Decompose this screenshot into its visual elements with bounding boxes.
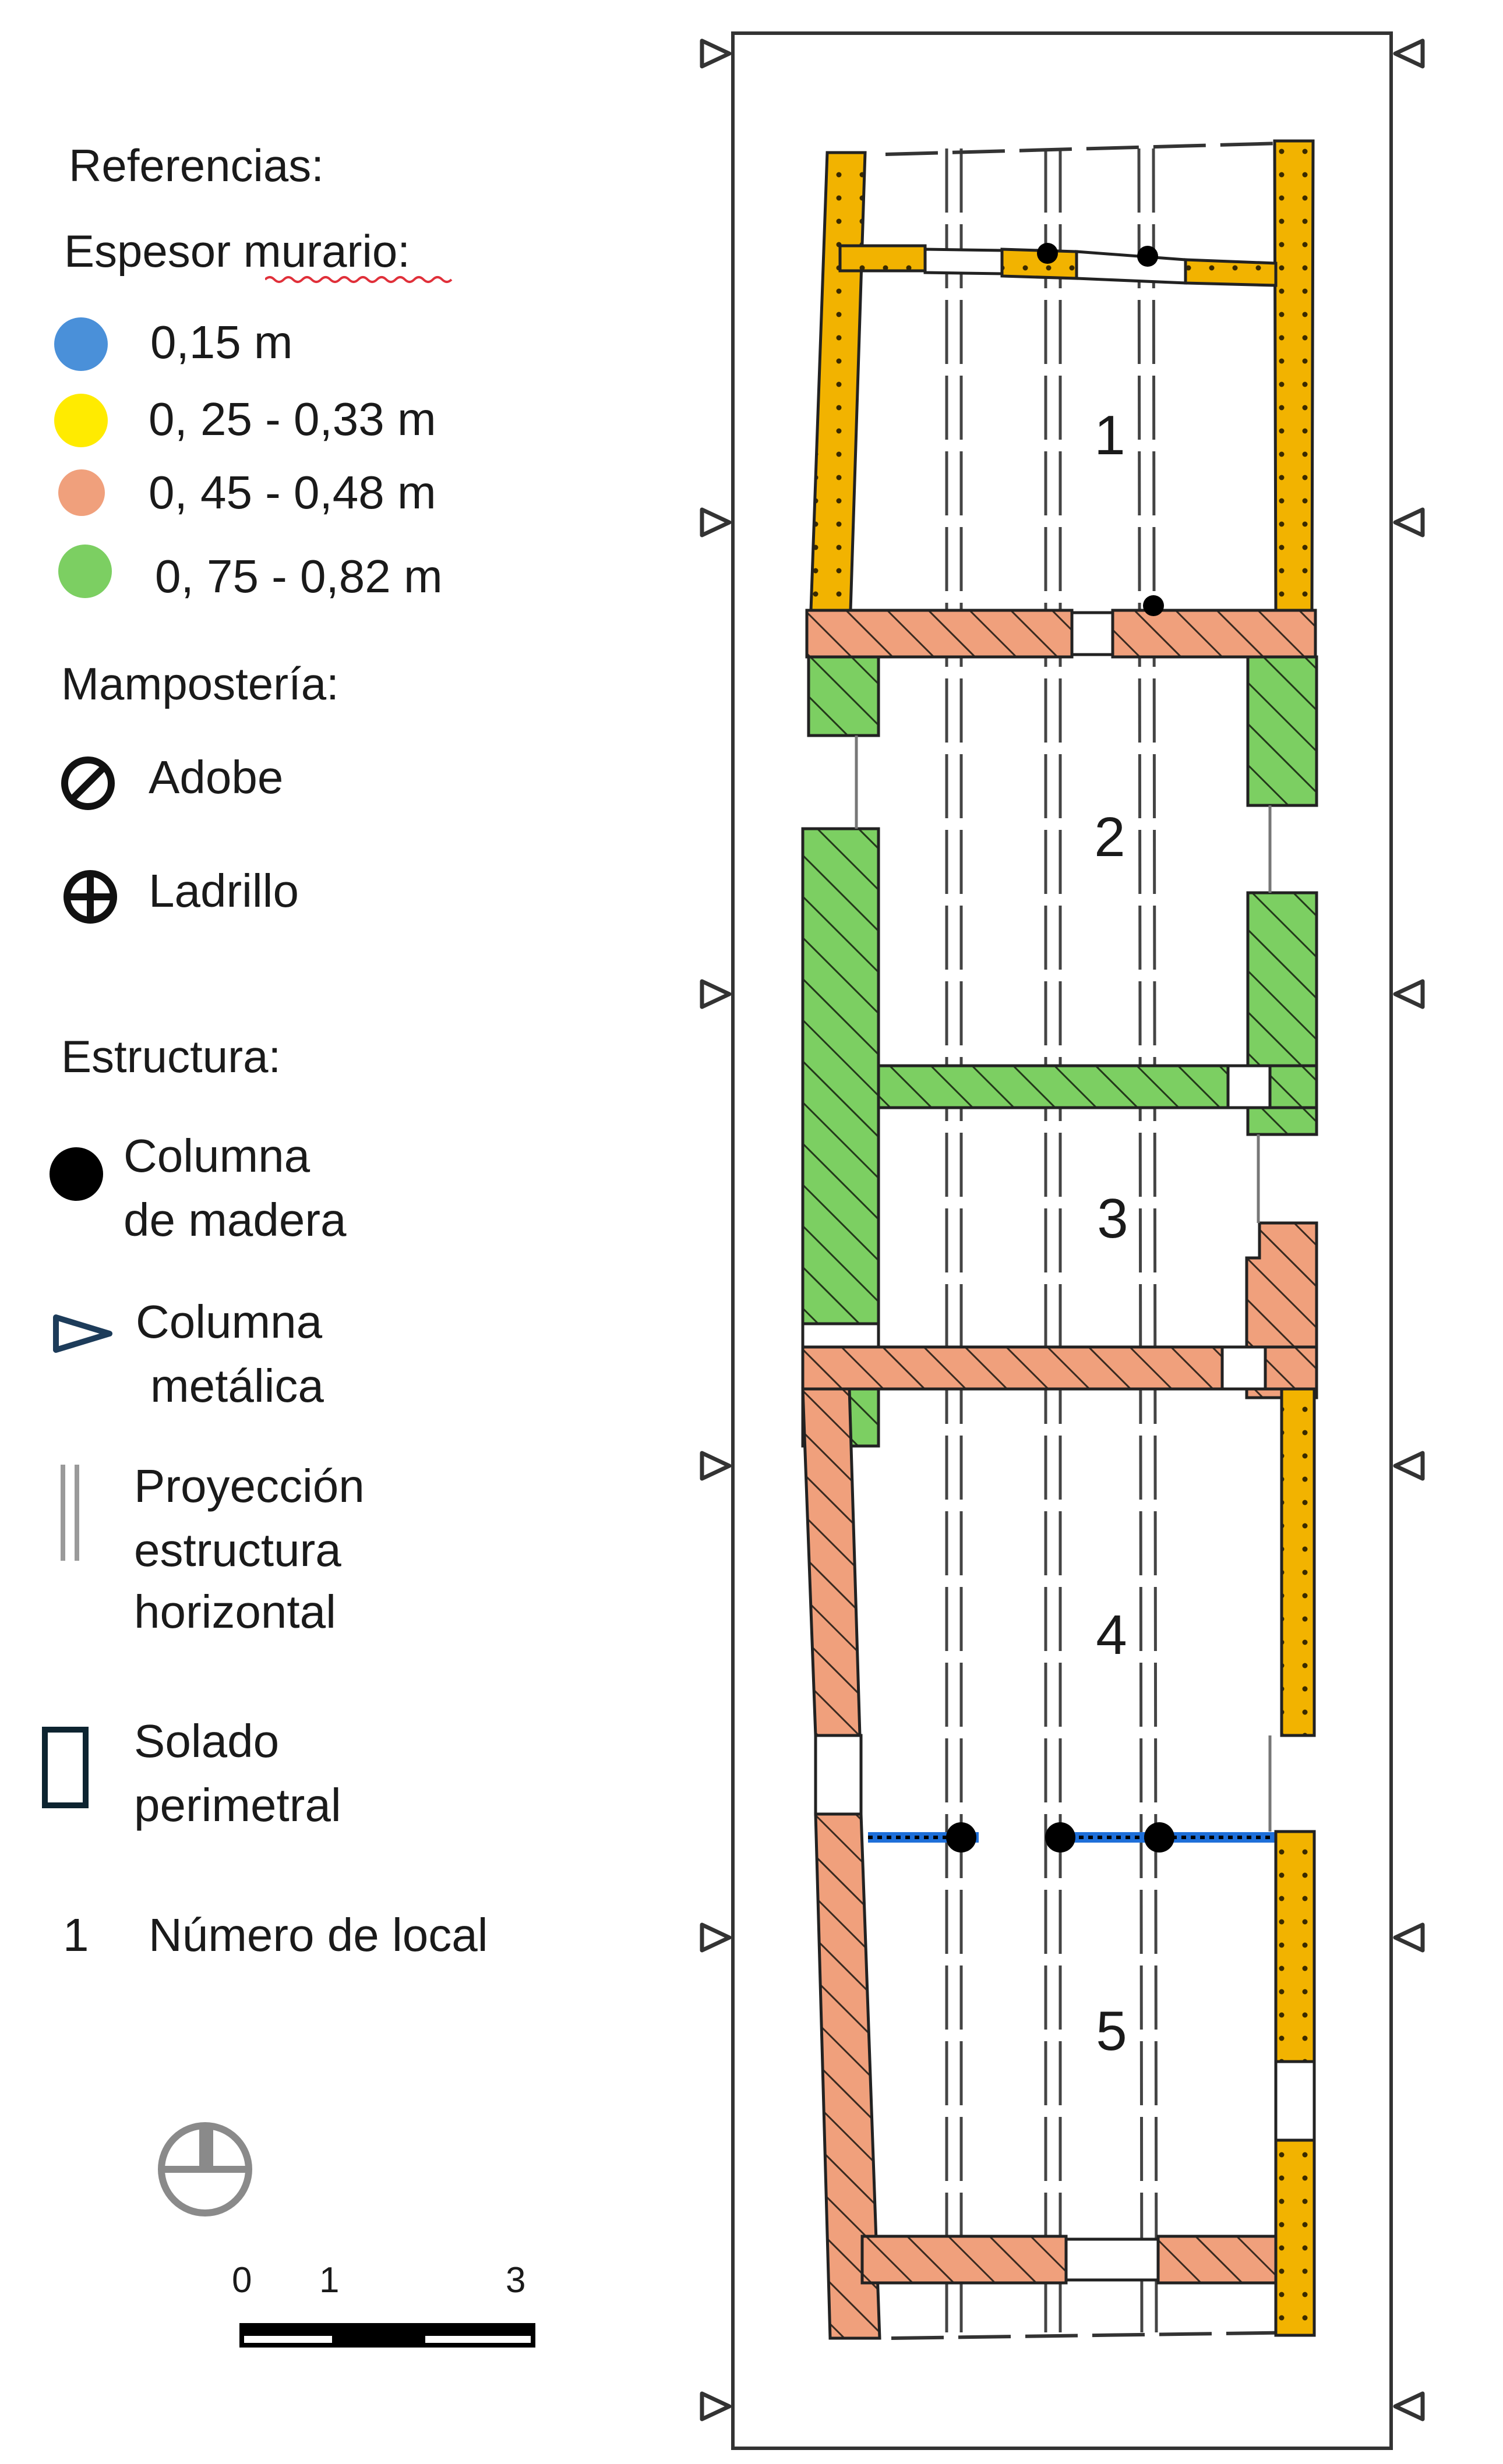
room-number-1: 1	[1094, 404, 1125, 466]
wall-3-4	[801, 1345, 1318, 1391]
wood-column-label-2: de madera	[124, 1194, 347, 1246]
brick-label: Ladrillo	[149, 865, 299, 917]
scale-tick-0: 0	[232, 2260, 252, 2300]
perimeter-floor-icon	[42, 1727, 89, 1808]
thickness-045-swatch	[58, 469, 105, 516]
site-boundary	[731, 31, 1393, 2450]
floor-plan-drawing: 1 2 3 4 5	[700, 31, 1425, 2450]
metal-column-label-2: metálica	[150, 1360, 324, 1412]
scale-tick-1: 1	[319, 2260, 340, 2300]
metal-column-label-1: Columna	[136, 1296, 323, 1348]
metal-column-icon	[700, 38, 732, 69]
metal-columns	[700, 38, 1425, 2421]
room-5-walls	[814, 1812, 1316, 2340]
metal-column-icon	[1393, 507, 1425, 538]
thickness-025-swatch	[54, 394, 108, 447]
room-number-label: Número de local	[149, 1909, 488, 1961]
metal-column-icon	[700, 507, 732, 538]
projection-label-1: Proyección	[134, 1460, 365, 1512]
masonry-heading: Mampostería:	[61, 658, 339, 709]
thickness-075-label: 0, 75 - 0,82 m	[155, 550, 443, 602]
room-1-walls	[809, 139, 1315, 612]
wood-column-3	[1144, 1822, 1174, 1853]
structure-heading: Estructura:	[61, 1031, 281, 1082]
wall-thickness-heading: Espesor murario:	[64, 225, 410, 277]
room-number-5: 5	[1096, 2000, 1127, 2062]
beam-4-5	[868, 1822, 1276, 1853]
wood-column-2	[1045, 1822, 1075, 1853]
wood-column-icon	[50, 1147, 103, 1201]
room-number-4: 4	[1096, 1604, 1127, 1666]
metal-column-icon	[1393, 1451, 1425, 1481]
thickness-025-label: 0, 25 - 0,33 m	[149, 393, 436, 445]
wood-column-label-1: Columna	[124, 1130, 311, 1182]
perimeter-floor-label-2: perimetral	[134, 1779, 341, 1831]
metal-column-icon	[1393, 2391, 1425, 2421]
metal-column-icon	[700, 2391, 732, 2421]
front-edge-bottom	[891, 2331, 1303, 2340]
legend-panel: Referencias: Espesor murario: 0,15 m 0, …	[0, 0, 687, 2464]
thickness-015-label: 0,15 m	[150, 316, 293, 368]
room-number-symbol: 1	[63, 1909, 89, 1961]
projection-label-3: horizontal	[134, 1586, 336, 1638]
metal-column-icon	[1393, 1922, 1425, 1953]
projection-label-2: estructura	[134, 1524, 341, 1576]
perimeter-floor-label-1: Solado	[134, 1715, 280, 1767]
scale-tick-3: 3	[506, 2260, 526, 2300]
north-arrow-icon	[158, 2122, 252, 2216]
room-4-walls	[801, 1387, 1316, 1832]
wood-column-1	[946, 1822, 976, 1853]
room-number-2: 2	[1094, 806, 1125, 868]
wood-columns-top	[1037, 243, 1164, 616]
brick-symbol-icon	[63, 870, 117, 924]
adobe-label: Adobe	[149, 751, 284, 803]
front-edge-top	[885, 141, 1303, 156]
legend-title: Referencias:	[69, 140, 324, 191]
spellcheck-underline	[265, 276, 453, 283]
room-2-walls	[801, 655, 1318, 1325]
floor-plan: 1 2 3 4 5	[687, 0, 1503, 2464]
thickness-015-swatch	[54, 317, 108, 371]
metal-column-icon	[1393, 979, 1425, 1009]
wall-1-2	[805, 609, 1317, 659]
metal-column-icon	[1393, 38, 1425, 69]
adobe-symbol-icon	[61, 756, 115, 810]
horizontal-structure-projection	[945, 148, 1158, 2342]
horizontal-projection-icon	[61, 1465, 79, 1561]
metal-column-icon	[53, 1314, 112, 1353]
metal-column-icon	[700, 979, 732, 1009]
thickness-075-swatch	[58, 545, 112, 598]
scale-bar	[239, 2323, 535, 2348]
room-number-3: 3	[1097, 1187, 1128, 1250]
metal-column-icon	[700, 1451, 732, 1481]
metal-column-icon	[700, 1922, 732, 1953]
thickness-045-label: 0, 45 - 0,48 m	[149, 466, 436, 518]
